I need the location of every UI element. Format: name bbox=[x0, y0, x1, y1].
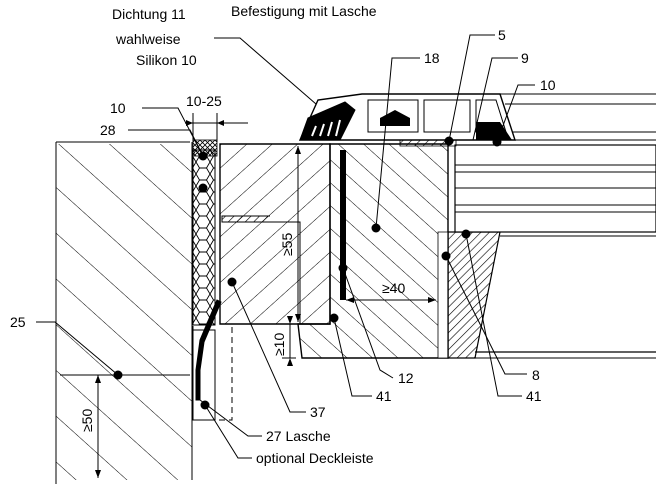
label-9: 9 bbox=[521, 50, 529, 66]
leader-lines bbox=[36, 34, 535, 459]
dimension-lines bbox=[60, 113, 436, 478]
label-ge10: ≥10 bbox=[271, 333, 287, 356]
label-41-right: 41 bbox=[526, 388, 542, 404]
label-silikon: Silikon 10 bbox=[136, 52, 197, 68]
annotation-labels: Dichtung 11 wahlweise Silikon 10 Befesti… bbox=[10, 3, 556, 466]
label-ge50: ≥50 bbox=[79, 409, 95, 432]
label-41-left: 41 bbox=[376, 388, 392, 404]
glazing-bead bbox=[447, 231, 501, 359]
glass-pane bbox=[454, 144, 656, 359]
frame-outer bbox=[219, 143, 331, 325]
label-12: 12 bbox=[398, 370, 414, 386]
label-37: 37 bbox=[310, 404, 326, 420]
label-ge40: ≥40 bbox=[382, 280, 405, 296]
label-10-25: 10-25 bbox=[186, 93, 222, 109]
label-befestigung: Befestigung mit Lasche bbox=[231, 3, 377, 19]
label-28: 28 bbox=[100, 122, 116, 138]
label-wahlweise: wahlweise bbox=[115, 31, 181, 47]
label-dichtung: Dichtung 11 bbox=[112, 6, 186, 22]
insulation-joint bbox=[192, 139, 218, 326]
label-deckleiste: optional Deckleiste bbox=[256, 450, 374, 466]
label-5: 5 bbox=[498, 27, 506, 43]
label-18: 18 bbox=[424, 50, 440, 66]
label-27-lasche: 27 Lasche bbox=[266, 428, 331, 444]
label-10-left: 10 bbox=[110, 100, 126, 116]
frame-main bbox=[297, 143, 449, 359]
label-10-right: 10 bbox=[540, 77, 556, 93]
label-ge55: ≥55 bbox=[279, 233, 295, 256]
label-8: 8 bbox=[532, 367, 540, 383]
masonry-wall bbox=[55, 141, 193, 484]
label-25: 25 bbox=[10, 314, 26, 330]
